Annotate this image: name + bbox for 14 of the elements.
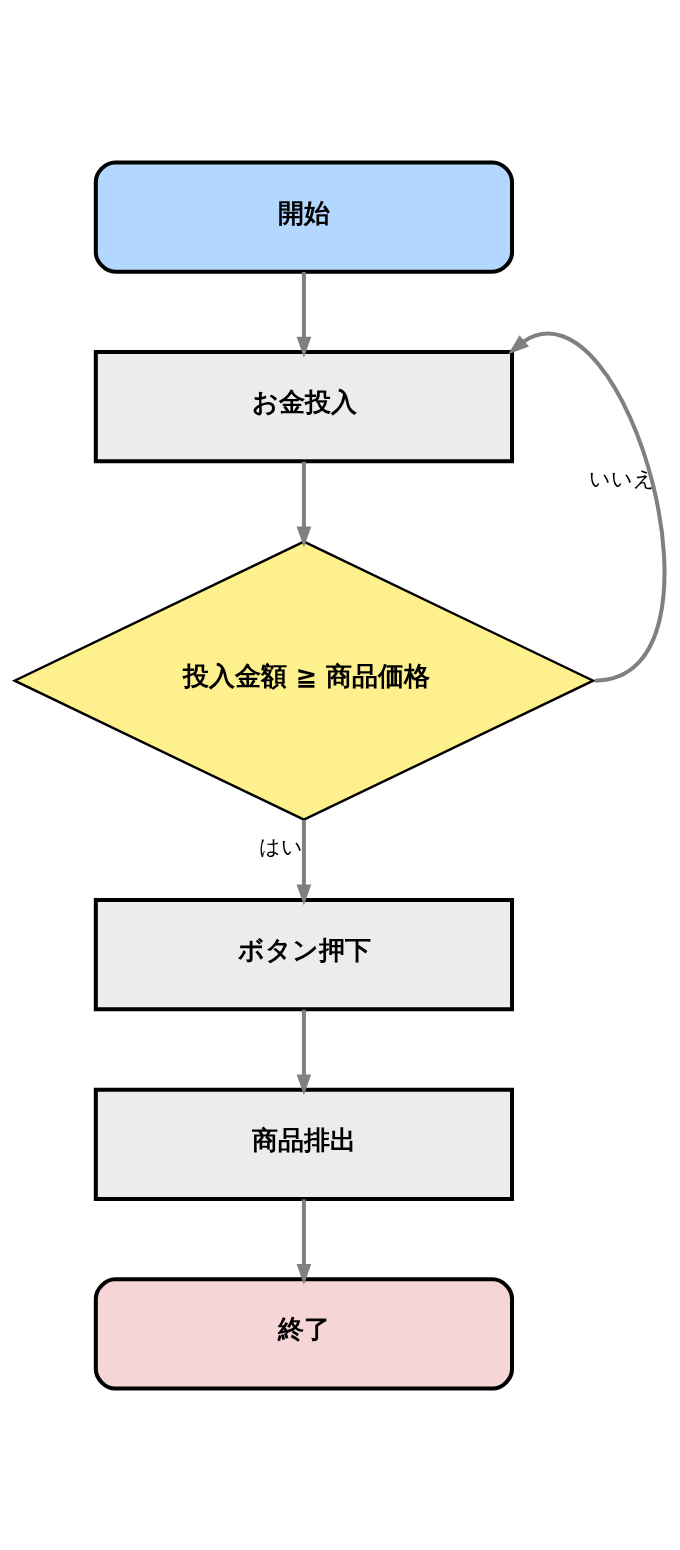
node-box: 商品排出 [93,1087,515,1201]
arrow [296,461,312,548]
arrow [508,331,667,683]
node-box: お金投入 [93,349,515,463]
node-box: 開始 [93,159,515,274]
arrow [296,1198,312,1285]
edge-label: いいえ [588,466,655,491]
arrow [296,271,312,358]
edge-label: はい [259,834,304,859]
arrow [296,1009,312,1095]
node-box: ボタン押下 [93,897,515,1011]
arrow [296,819,312,905]
node-diamond: 投入金額 ≧ 商品価格 [11,539,596,821]
node-box: 終了 [93,1276,515,1391]
